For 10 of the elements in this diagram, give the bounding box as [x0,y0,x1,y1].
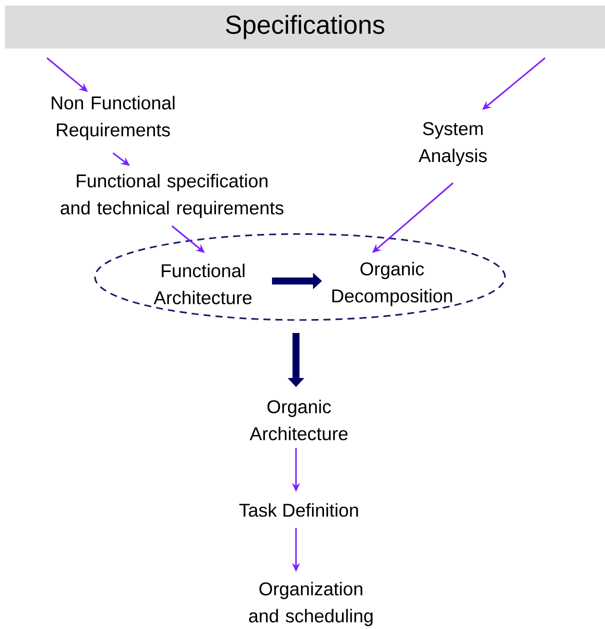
node-label: System Analysis [418,122,487,166]
node-label: Organic Architecture [250,400,348,440]
node-label: Non Functional Requirements [52,96,174,140]
header-band: Specifications [5,6,605,48]
node-label: Organization and scheduling [249,582,373,626]
node-label: Organic Decomposition [332,262,452,306]
dashed-ellipse [94,233,506,321]
node-label: Task Definition [239,503,358,517]
node-label: Functional Architecture [154,264,252,304]
node-label: Functional specification and technical requirements [60,174,284,218]
